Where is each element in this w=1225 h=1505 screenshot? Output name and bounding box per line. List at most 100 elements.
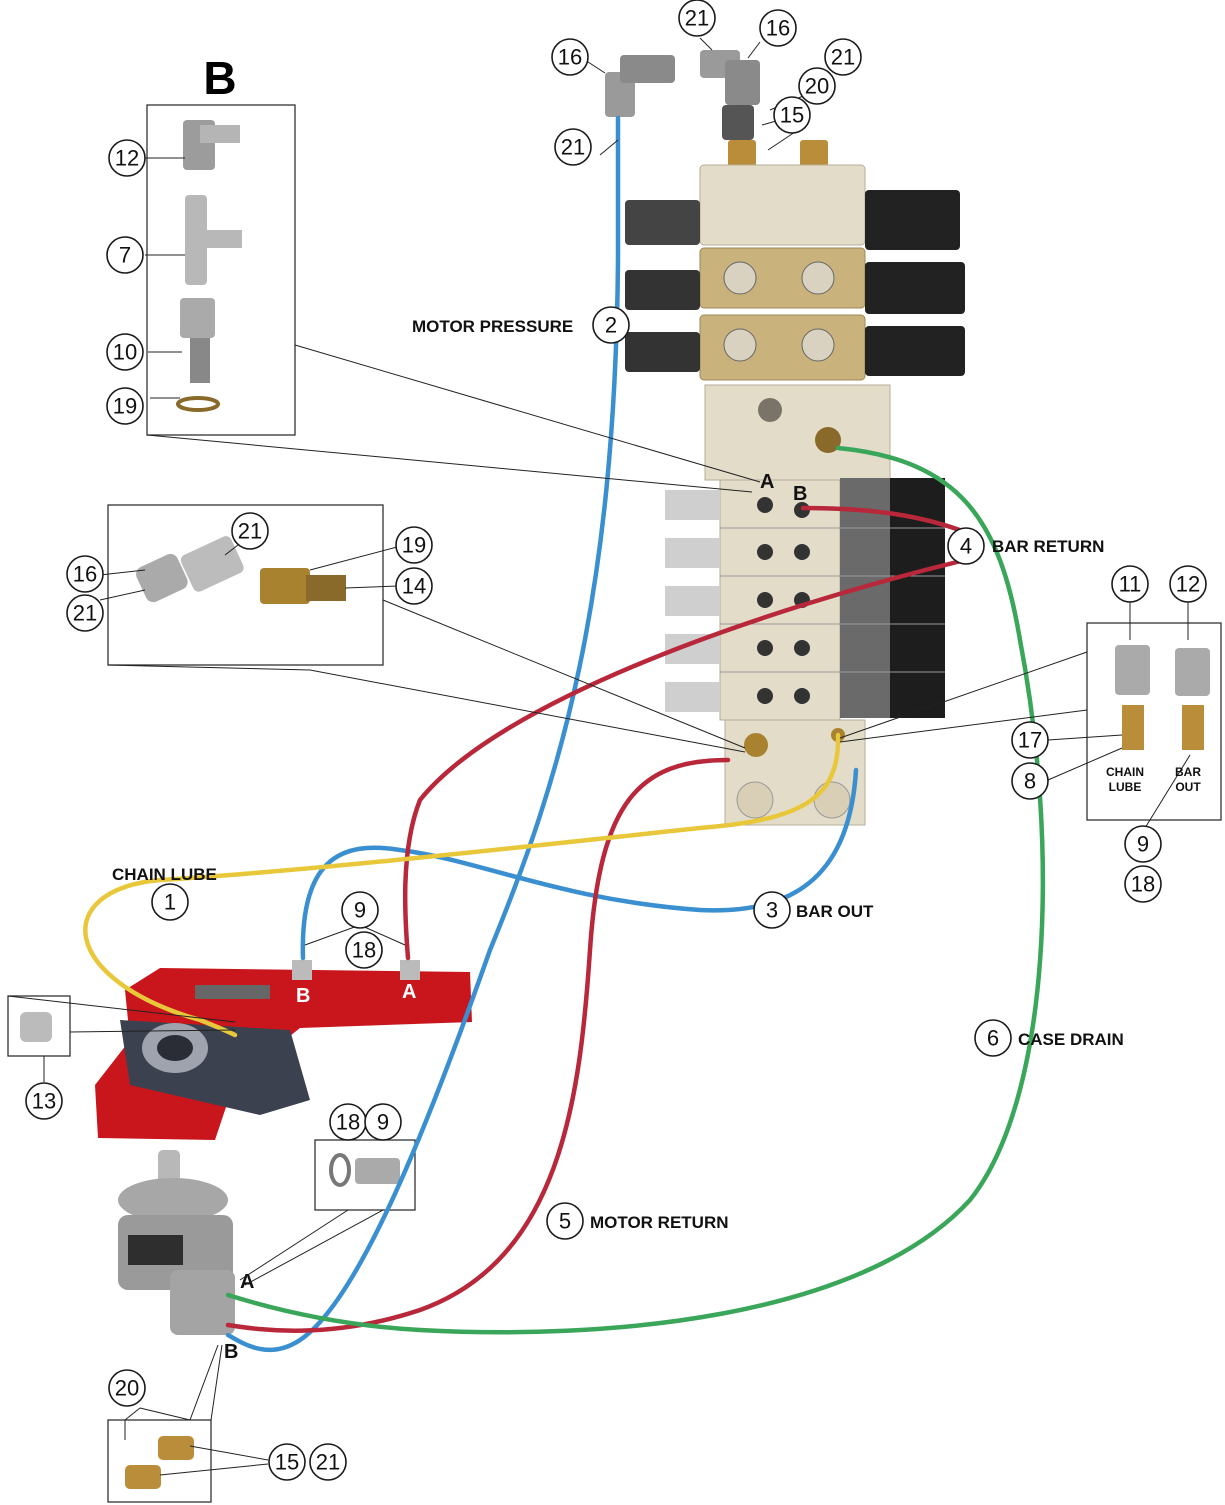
callout-9: 9 [342,892,378,928]
callout-16: 16 [760,10,796,46]
elbow-fitting-icon [133,534,245,605]
callout-number: 19 [113,394,137,419]
label-case-drain: CASE DRAIN [1018,1030,1124,1049]
label-chain-lube: CHAIN LUBE [112,865,217,884]
callout-21: 21 [555,129,591,165]
callout-number: 9 [377,1110,389,1135]
callout-number: 19 [402,533,426,558]
callout-13: 13 [26,1083,62,1119]
callout-5: 5 [547,1203,583,1239]
callout-number: 21 [831,45,855,70]
motor-return-hose [228,760,728,1331]
elbow-fitting-icon [20,1012,52,1042]
label-chain-small-2: LUBE [1109,780,1142,794]
motor-port-b: B [224,1341,238,1363]
label-bar-out: BAR OUT [796,902,874,921]
adapter-fitting-icon [355,1158,400,1184]
callout-3: 3 [754,892,790,928]
detail-box-motor-b [108,1420,211,1502]
callout-number: 1 [164,890,176,915]
callout-number: 9 [354,898,366,923]
callout-number: 9 [1137,832,1149,857]
adapter-fitting-icon [1122,705,1204,750]
valve-port-a: A [760,471,774,493]
o-ring-icon [178,398,218,410]
callout-9: 9 [1125,826,1161,862]
callout-number: 10 [113,340,137,365]
callout-number: 18 [1131,872,1155,897]
callout-number: 11 [1119,572,1142,597]
motor-pressure-hose [228,118,618,1350]
adapter-fitting-icon [125,1465,161,1489]
callout-number: 6 [987,1026,999,1051]
label-bar-out-small-1: BAR [1175,765,1201,779]
callout-15: 15 [774,97,810,133]
callout-6: 6 [975,1020,1011,1056]
callout-17: 17 [1012,722,1048,758]
callout-7: 7 [107,237,143,273]
callout-21: 21 [67,595,103,631]
callout-19: 19 [107,388,143,424]
elbow-fitting-icon [1115,645,1210,696]
callout-number: 20 [115,1376,139,1401]
callout-number: 16 [73,562,97,587]
callout-16: 16 [67,556,103,592]
callout-12: 12 [1170,566,1206,602]
callout-number: 15 [275,1450,299,1475]
callout-number: 15 [780,103,804,128]
callout-number: 4 [960,534,972,559]
detail-box-b [147,105,295,435]
callout-21: 21 [679,0,715,36]
callout-20: 20 [799,68,835,104]
callout-20: 20 [109,1370,145,1406]
callout-21: 21 [825,39,861,75]
callout-number: 18 [336,1110,360,1135]
callout-number: 5 [559,1209,571,1234]
callout-number: 13 [32,1089,56,1114]
callout-10: 10 [107,334,143,370]
callout-2: 2 [593,307,629,343]
callout-19: 19 [396,527,432,563]
callout-number: 12 [1176,572,1200,597]
cylinder-port-b: B [296,985,310,1007]
callout-12: 12 [109,140,145,176]
callout-11: 11 [1112,566,1148,602]
callout-21: 21 [232,513,268,549]
callout-18: 18 [346,932,382,968]
hydraulic-motor-icon [118,1150,235,1335]
callout-number: 21 [316,1450,340,1475]
valve-port-b: B [793,483,807,505]
cylinder-port-a: A [402,981,416,1003]
label-chain-small-1: CHAIN [1106,765,1144,779]
callout-9: 9 [365,1104,401,1140]
label-motor-return: MOTOR RETURN [590,1213,729,1232]
callout-18: 18 [1125,866,1161,902]
callout-number: 21 [685,6,709,31]
callout-15: 15 [269,1444,305,1480]
elbow-fitting-icon [183,120,240,170]
adapter-fitting-icon [158,1436,194,1460]
callout-number: 21 [561,135,585,160]
callout-number: 7 [119,243,131,268]
tee-fitting-icon [185,195,242,285]
label-bar-out-small-2: OUT [1175,780,1201,794]
motor-port-a: A [240,1271,254,1293]
callout-number: 21 [73,601,97,626]
callout-number: 20 [805,74,829,99]
callout-21: 21 [310,1444,346,1480]
callout-18: 18 [330,1104,366,1140]
callout-number: 14 [402,574,426,599]
label-motor-pressure: MOTOR PRESSURE [412,317,573,336]
callout-number: 18 [352,938,376,963]
adapter-fitting-icon [260,568,346,604]
callout-number: 2 [605,313,617,338]
o-ring-icon [331,1155,349,1185]
callout-number: 17 [1018,728,1042,753]
callout-1: 1 [152,884,188,920]
detail-title: B [203,52,236,104]
callout-number: 8 [1024,769,1036,794]
callout-number: 16 [766,16,790,41]
callout-number: 16 [558,45,582,70]
callout-4: 4 [948,528,984,564]
